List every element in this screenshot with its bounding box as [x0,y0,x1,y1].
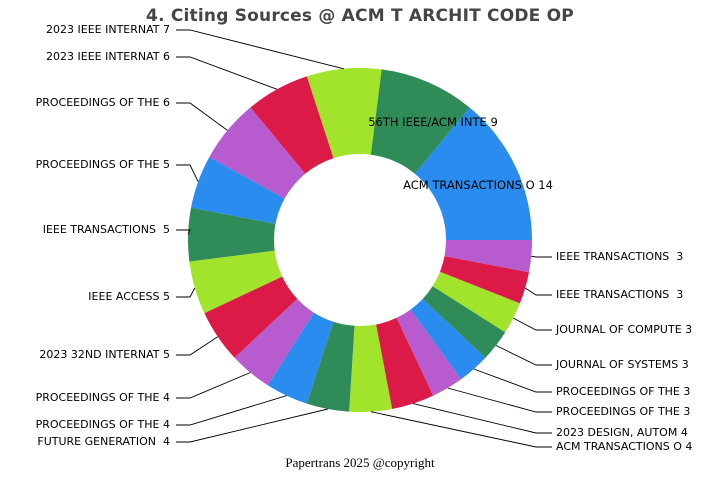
pie-slice-19 [440,256,529,304]
slice-label: 2023 IEEE INTERNAT 6 [46,50,170,63]
pie-slice-5 [209,107,306,199]
leader-line [176,29,344,70]
slice-label: FUTURE GENERATION 4 [37,435,170,448]
pie-slice-17 [422,286,506,358]
pie-slice-8 [189,250,283,314]
pie-slice-20 [444,240,533,273]
copyright-text: Papertrans 2025 @copyright [285,455,435,470]
chart-title: 4. Citing Sources @ ACM T ARCHIT CODE OP [146,6,574,26]
pie-slice-4 [250,76,334,174]
pie-slice-14 [376,317,434,409]
slice-label: ACM TRANSACTIONS O 14 [403,178,553,192]
slice-label: ACM TRANSACTIONS O 4 [556,440,693,453]
leader-line [524,287,552,296]
pie-slice-3 [306,68,382,159]
slice-label: JOURNAL OF SYSTEMS 3 [556,358,689,371]
slice-label: PROCEEDINGS OF THE 6 [35,96,170,109]
slice-label: IEEE ACCESS 5 [88,290,170,303]
leader-line [176,287,196,298]
pie-slice-12 [306,321,355,412]
slice-label: PROCEEDINGS OF THE 4 [35,391,170,404]
slice-label: 2023 DESIGN, AUTOM 4 [556,426,688,439]
pie-slice-10 [234,298,314,386]
pie-slice-16 [410,298,486,380]
pie-slice-6 [191,157,285,224]
pie-slice-11 [267,312,334,404]
leader-line [176,408,328,443]
leader-line [176,229,191,235]
leader-line [370,411,552,448]
slice-label: 2023 32ND INTERNAT 5 [39,348,170,361]
pie-slice-13 [349,324,393,413]
leader-line [176,372,251,399]
leader-line [413,403,552,434]
leader-line [473,368,552,393]
leader-line [495,344,552,366]
slice-label: PROCEEDINGS OF THE 5 [35,158,170,171]
slice-label: PROCEEDINGS OF THE 3 [556,385,691,398]
slice-label: 2023 IEEE INTERNAT 7 [46,23,170,36]
slice-label: PROCEEDINGS OF THE 4 [35,418,170,431]
leader-line [176,336,218,356]
pie-slice-18 [432,271,520,333]
slice-label: JOURNAL OF COMPUTE 3 [556,323,693,336]
leader-line [447,387,552,413]
pie-slice-7 [188,207,276,262]
pie-slice-9 [204,276,298,358]
leader-line [531,255,552,258]
pie-slice-1 [414,107,532,240]
slice-label: 56TH IEEE/ACM INTE 9 [368,115,498,129]
leader-line [176,56,278,90]
leader-line [176,395,287,426]
leader-line [176,102,228,131]
slice-label: PROCEEDINGS OF THE 3 [556,405,691,418]
pie-slice-2 [370,69,470,174]
leader-line [176,164,199,182]
leader-line [513,317,552,331]
pie-slice-15 [396,309,462,396]
slice-label: IEEE TRANSACTIONS 5 [42,223,170,236]
slice-label: IEEE TRANSACTIONS 3 [556,250,684,263]
slice-label: IEEE TRANSACTIONS 3 [556,288,684,301]
